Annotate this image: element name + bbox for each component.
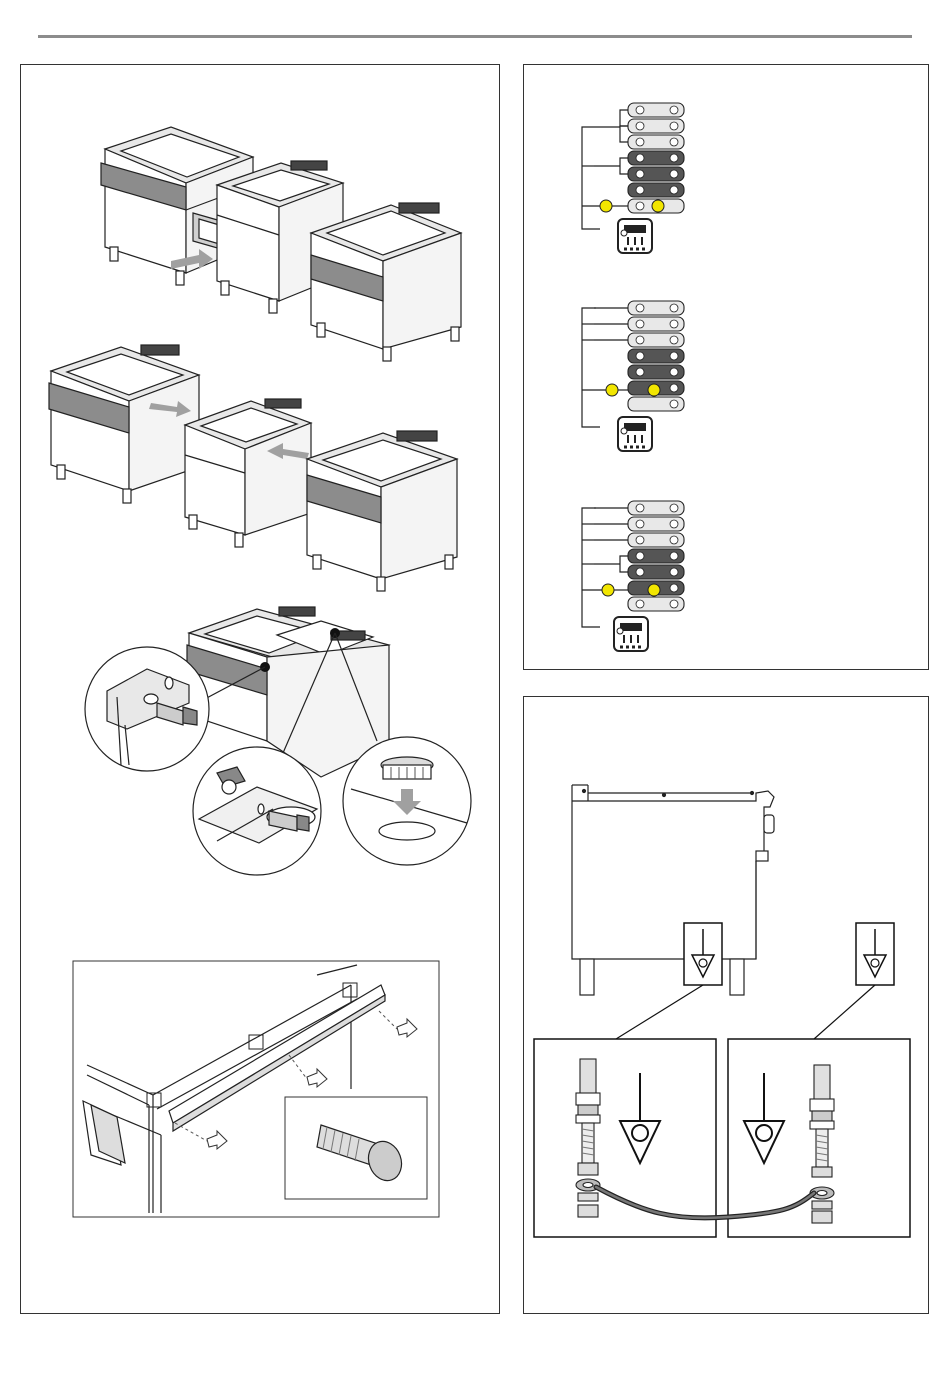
appliance-left-row2 xyxy=(49,345,199,503)
appliance-right-row1 xyxy=(311,203,461,361)
detail-bolt-front xyxy=(193,747,321,875)
equipotential-panel xyxy=(523,696,929,1314)
earth-icon xyxy=(600,200,612,212)
terminal-wiring-panel xyxy=(523,64,929,670)
wiring-diagram-2 xyxy=(582,301,684,451)
heater-icon xyxy=(618,417,652,451)
earth-icon xyxy=(648,384,660,396)
heater-icon xyxy=(618,219,652,253)
marker-leaders xyxy=(616,985,875,1039)
wiring-diagram-3 xyxy=(582,501,684,651)
joining-strip-inset xyxy=(73,961,439,1217)
earth-icon xyxy=(606,384,618,396)
wiring-diagrams xyxy=(524,65,928,669)
earth-icon xyxy=(648,584,660,596)
equipotential-detail-left xyxy=(534,1039,716,1237)
heater-icon xyxy=(614,617,648,651)
equipotential-detail-right xyxy=(728,1039,910,1237)
wiring-diagram-1 xyxy=(582,103,684,253)
equipotential-marker-left xyxy=(684,923,722,985)
header-rule xyxy=(38,35,912,38)
earth-icon xyxy=(602,584,614,596)
equipotential-illustration xyxy=(524,697,928,1313)
installation-panel xyxy=(20,64,500,1314)
appliance-right-row2 xyxy=(307,431,457,591)
earth-icon xyxy=(652,200,664,212)
equipotential-marker-right xyxy=(856,923,894,985)
detail-plug-cap xyxy=(343,737,471,865)
detail-bolt-side xyxy=(85,647,209,771)
appliance-side-view xyxy=(572,785,774,995)
installation-illustration xyxy=(21,65,499,1313)
appliance-middle-row2 xyxy=(185,399,311,547)
